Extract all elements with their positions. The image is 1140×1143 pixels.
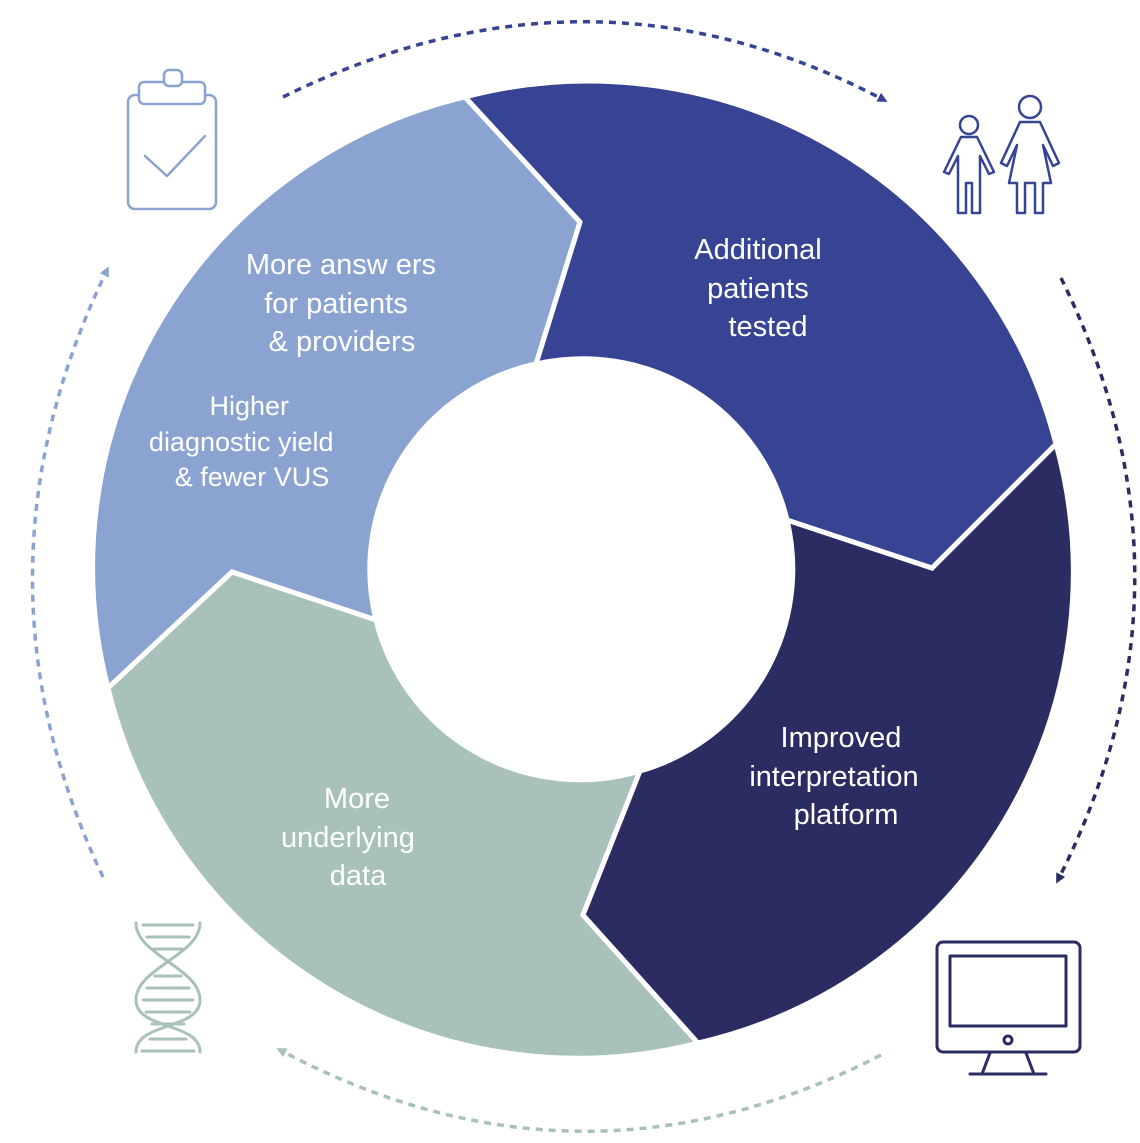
arrow-right [1056,277,1137,884]
arrow-left [30,266,109,878]
label-higher-yield: Higher diagnostic yield & fewer VUS [149,391,341,492]
label-more-answers: More answ ers for patients & providers [246,249,444,358]
segment-improved-interpretation [580,439,1076,1046]
computer-monitor-icon [935,940,1082,1076]
segment-more-answers [90,94,583,693]
dna-icon [134,921,202,1054]
label-more-data: More underlying data [281,783,423,892]
label-improved-interpretation: Improved interpretation platform [749,722,926,831]
segment-more-data [105,569,703,1061]
center-hole [374,360,790,776]
arrow-bottom [276,1048,882,1133]
people-icon [942,94,1061,215]
arrow-top [282,20,888,102]
segment-additional-patients [460,78,1059,571]
label-additional-patients: Additional patients tested [694,234,829,343]
clipboard-check-icon [126,68,218,211]
